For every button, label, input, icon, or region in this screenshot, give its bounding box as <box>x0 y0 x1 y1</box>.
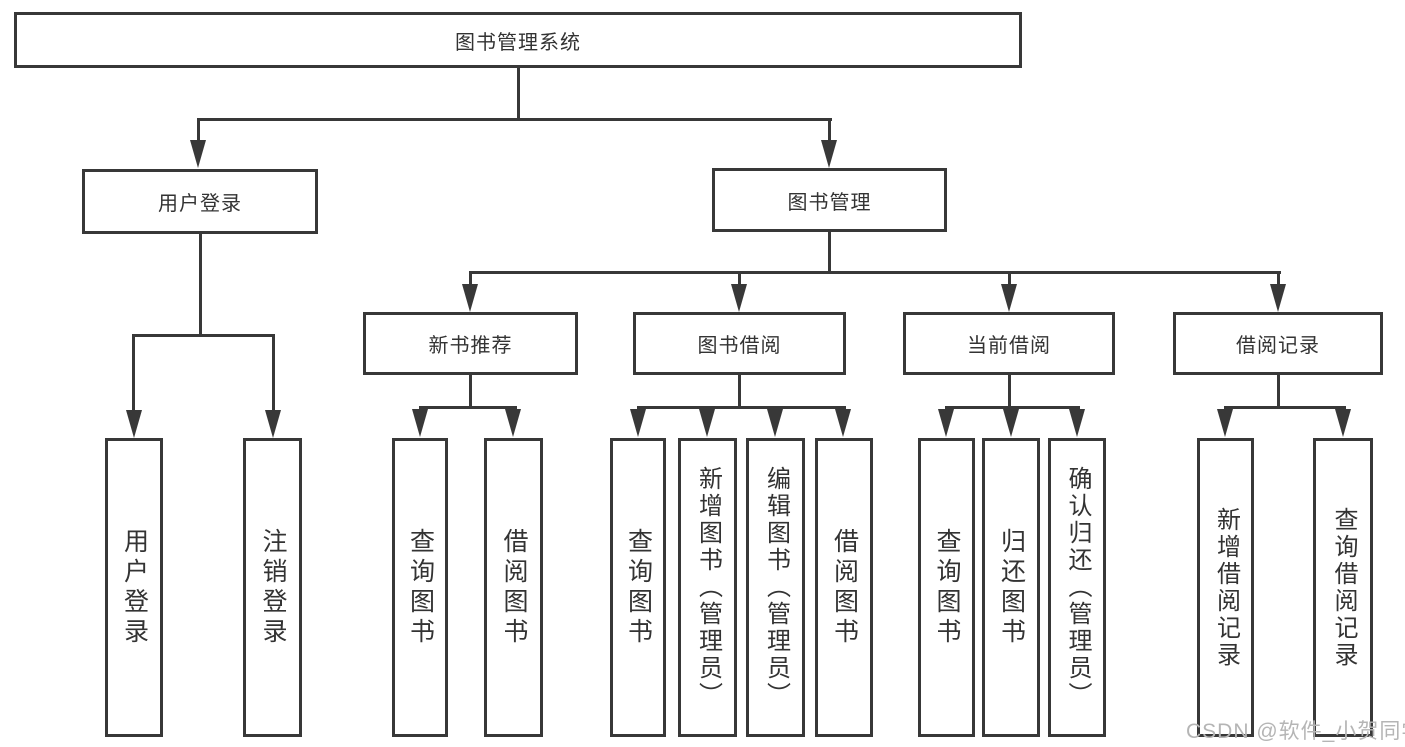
connector-userlogin-drop-2 <box>272 334 275 412</box>
connector-bookmgmt-bar <box>469 271 1281 274</box>
node-current-borrow-label: 当前借阅 <box>967 335 1051 357</box>
node-current-borrow: 当前借阅 <box>903 312 1115 375</box>
arrowhead-bb-edit <box>767 409 783 437</box>
node-leaf-nb-query-book-label: 查询图书 <box>406 527 435 648</box>
arrowhead-nb-borrow <box>505 409 521 437</box>
arrowhead-user-login <box>190 140 206 168</box>
connector-bookmgmt-stem <box>828 232 831 274</box>
connector-userlogin-bar <box>133 334 275 337</box>
node-leaf-br-query-record: 查询借阅记录 <box>1313 438 1373 737</box>
arrowhead-login <box>126 410 142 438</box>
node-leaf-user-login: 用户登录 <box>105 438 163 737</box>
arrowhead-cb-confirm <box>1069 409 1085 437</box>
node-user-login-label: 用户登录 <box>158 193 242 215</box>
connector-bookmgmt-drop-4 <box>1277 271 1280 287</box>
connector-currentborrow-bar <box>945 406 1080 409</box>
node-library-system: 图书管理系统 <box>14 12 1022 68</box>
node-leaf-user-login-label: 用户登录 <box>120 527 149 648</box>
arrowhead-cb-query <box>938 409 954 437</box>
node-new-book-recommend-label: 新书推荐 <box>428 335 513 357</box>
node-leaf-cb-return-book-label: 归还图书 <box>997 527 1026 648</box>
node-user-login: 用户登录 <box>82 169 318 234</box>
node-borrow-record: 借阅记录 <box>1173 312 1383 375</box>
node-borrow-record-label: 借阅记录 <box>1236 335 1320 357</box>
connector-bookmgmt-drop-2 <box>738 271 741 287</box>
node-leaf-nb-borrow-book: 借阅图书 <box>484 438 543 737</box>
node-leaf-bb-query-book: 查询图书 <box>610 438 666 737</box>
connector-currentborrow-stem <box>1008 375 1011 408</box>
node-library-system-label: 图书管理系统 <box>455 31 581 54</box>
node-leaf-nb-query-book: 查询图书 <box>392 438 448 737</box>
node-leaf-bb-edit-book-admin: 编辑图书（管理员） <box>746 438 805 737</box>
node-leaf-cb-query-book: 查询图书 <box>918 438 975 737</box>
arrowhead-bb-borrow <box>835 409 851 437</box>
arrowhead-new-book <box>462 284 478 312</box>
arrowhead-bb-query <box>630 409 646 437</box>
node-leaf-bb-edit-book-admin-label: 编辑图书（管理员） <box>762 466 790 709</box>
connector-root-stem <box>517 68 520 121</box>
node-leaf-bb-query-book-label: 查询图书 <box>624 527 653 648</box>
node-leaf-cb-return-book: 归还图书 <box>982 438 1040 737</box>
arrowhead-nb-query <box>412 409 428 437</box>
node-book-mgmt-label: 图书管理 <box>787 191 872 214</box>
node-leaf-bb-add-book-admin-label: 新增图书（管理员） <box>694 466 722 709</box>
node-leaf-logout: 注销登录 <box>243 438 302 737</box>
arrowhead-current-borrow <box>1001 284 1017 312</box>
connector-userlogin-drop-1 <box>132 334 135 412</box>
node-leaf-bb-borrow-book-label: 借阅图书 <box>830 527 859 648</box>
node-leaf-cb-confirm-return-admin: 确认归还（管理员） <box>1048 438 1106 737</box>
node-leaf-bb-add-book-admin: 新增图书（管理员） <box>678 438 737 737</box>
arrowhead-bb-add <box>699 409 715 437</box>
node-leaf-nb-borrow-book-label: 借阅图书 <box>500 527 528 648</box>
node-leaf-br-add-record-label: 新增借阅记录 <box>1212 506 1240 669</box>
connector-newbook-bar <box>419 406 517 409</box>
connector-bookborrow-bar <box>637 406 846 409</box>
node-leaf-cb-query-book-label: 查询图书 <box>933 527 961 648</box>
arrowhead-cb-return <box>1003 409 1019 437</box>
connector-borrowrecord-bar <box>1224 406 1346 409</box>
arrowhead-logout <box>265 410 281 438</box>
connector-root-drop-left <box>197 118 200 146</box>
connector-root-bar <box>198 118 832 121</box>
connector-newbook-stem <box>469 375 472 408</box>
node-leaf-cb-confirm-return-admin-label: 确认归还（管理员） <box>1064 466 1091 709</box>
node-leaf-bb-borrow-book: 借阅图书 <box>815 438 873 737</box>
node-new-book-recommend: 新书推荐 <box>363 312 578 375</box>
connector-userlogin-stem <box>199 234 202 337</box>
arrowhead-book-borrow <box>731 284 747 312</box>
arrowhead-br-query <box>1335 409 1351 437</box>
arrowhead-br-add <box>1217 409 1233 437</box>
csdn-watermark: CSDN @软件_小贺同学 <box>1186 720 1405 743</box>
connector-bookmgmt-drop-1 <box>469 271 472 287</box>
arrowhead-borrow-record <box>1270 284 1286 312</box>
connector-bookborrow-stem <box>738 375 741 408</box>
node-book-borrow: 图书借阅 <box>633 312 846 375</box>
connector-bookmgmt-drop-3 <box>1008 271 1011 287</box>
arrowhead-book-mgmt <box>821 140 837 168</box>
connector-root-drop-right <box>828 118 831 146</box>
node-book-mgmt: 图书管理 <box>712 168 947 232</box>
node-leaf-logout-label: 注销登录 <box>259 527 287 648</box>
connector-borrowrecord-stem <box>1277 375 1280 408</box>
node-book-borrow-label: 图书借阅 <box>697 335 782 357</box>
node-leaf-br-query-record-label: 查询借阅记录 <box>1330 506 1357 669</box>
node-leaf-br-add-record: 新增借阅记录 <box>1197 438 1254 737</box>
